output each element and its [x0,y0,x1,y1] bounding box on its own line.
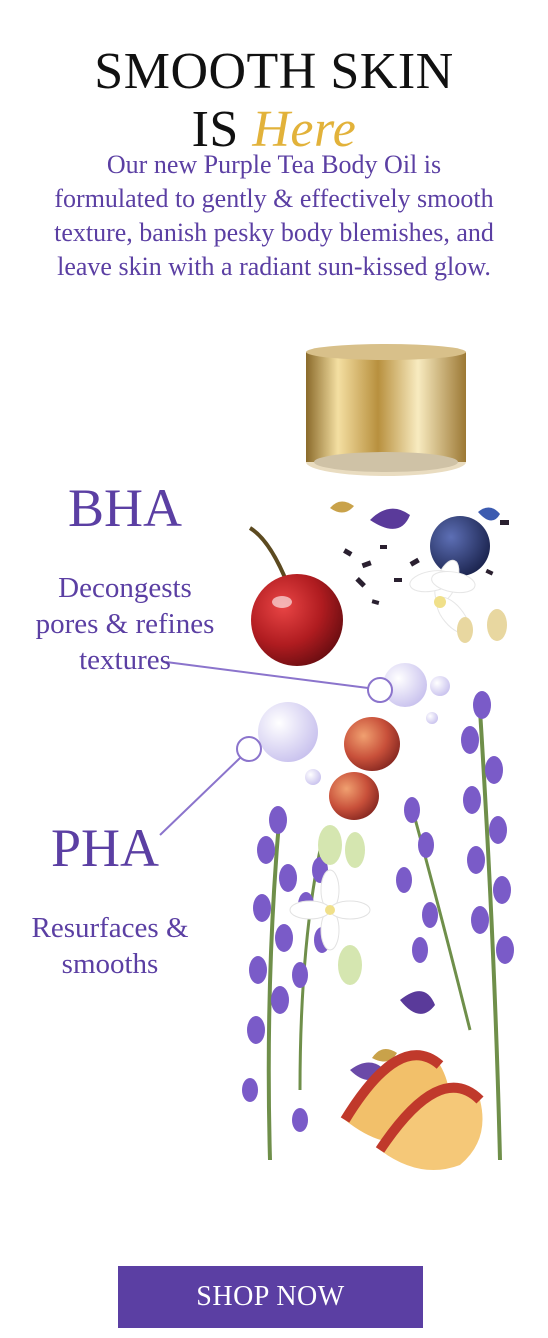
pha-description: Resurfaces & smooths [31,912,189,980]
blueberry [430,516,490,576]
bha-title: BHA [67,478,182,538]
grapes [329,717,400,820]
white-flower [289,869,371,951]
ingredients-illustration [159,344,514,1170]
jasmine-buds [457,609,507,643]
tea-leaves [343,520,509,605]
oil-droplets [258,663,450,785]
peach-slices [340,1050,484,1170]
cherry [248,526,343,666]
callout-lines [159,661,393,836]
headline-line-2-prefix: IS [191,100,239,158]
shop-now-button[interactable]: SHOP NOW [118,1266,423,1328]
butterfly-pea-petals [330,501,500,529]
intro-paragraph: Our new Purple Tea Body Oil is formulate… [54,150,494,281]
lavender-right [396,691,514,1161]
headline-line-2-accent: Here [252,100,357,158]
green-buds [318,825,365,985]
headline: SMOOTH SKIN IS Here [0,43,548,159]
lavender-left [242,806,330,1161]
headline-line-1: SMOOTH SKIN [94,42,454,100]
gold-cap [306,344,466,476]
bha-description: Decongests pores & refines textures [35,572,215,676]
pha-title: PHA [50,818,160,878]
